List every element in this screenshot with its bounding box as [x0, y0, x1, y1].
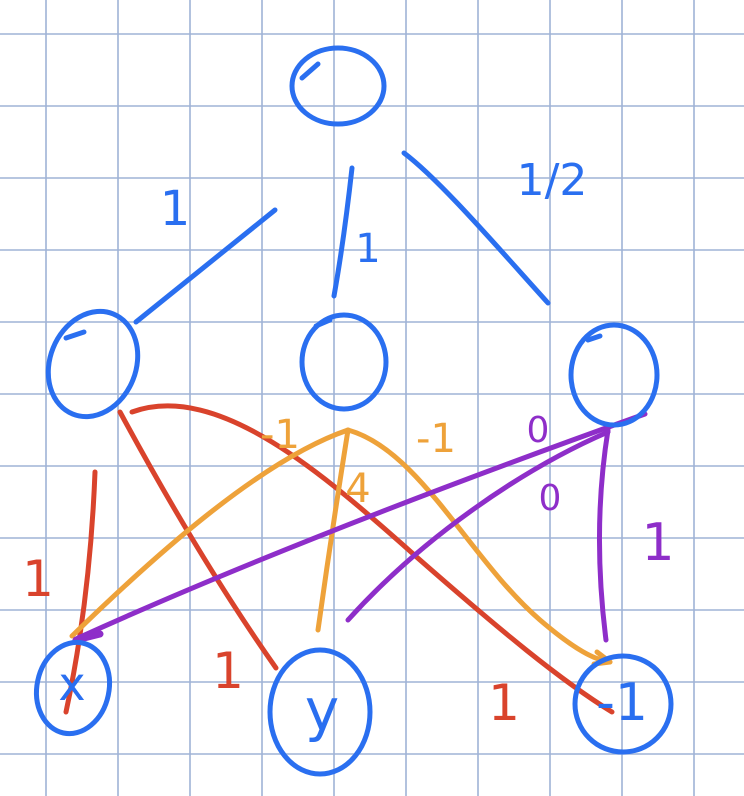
purple-weight-middle: 0	[539, 478, 562, 519]
purple-weight-top: 0	[527, 410, 550, 451]
orange-edge-left	[69, 427, 351, 639]
output-node-left-label: x	[58, 657, 85, 711]
purple-edge-right	[596, 427, 611, 643]
red-weight-right: 1	[488, 674, 520, 732]
top-edge-right-weight: 1/2	[517, 155, 588, 206]
output-node-right	[572, 653, 674, 755]
red-weight-left: 1	[22, 550, 54, 608]
orange-weight-middle: 4	[345, 466, 370, 512]
hidden-node-middle	[299, 312, 389, 412]
top-edge-middle-weight: 1	[355, 226, 380, 272]
red-edge-right	[129, 403, 615, 715]
output-node-middle-label: y	[305, 676, 339, 744]
output-node-left	[34, 639, 112, 737]
hidden-node-right-tick	[585, 333, 603, 343]
output-node-middle	[267, 647, 373, 777]
top-node-tick	[299, 61, 321, 81]
red-weight-middle: 1	[212, 642, 244, 700]
blue-edge-middle	[331, 165, 355, 299]
top-edge-left-weight: 1	[160, 181, 191, 237]
hidden-node-left-tick	[63, 329, 87, 341]
purple-arrow-tail	[72, 630, 104, 644]
hidden-node-middle-tick	[313, 317, 333, 329]
hidden-node-left	[45, 308, 141, 420]
top-node	[289, 45, 387, 127]
blue-edge-left	[133, 207, 278, 325]
hidden-node-right	[568, 322, 660, 428]
red-edge-left	[63, 469, 98, 715]
output-node-right-label: -1	[596, 673, 648, 733]
blue-edge-right	[401, 150, 551, 306]
purple-edge-middle	[345, 429, 611, 623]
purple-edge-top	[75, 411, 648, 641]
orange-weight-left: -1	[260, 412, 300, 458]
orange-edge-right	[345, 427, 613, 665]
purple-weight-right: 1	[641, 513, 674, 573]
red-edge-middle	[117, 409, 279, 671]
orange-weight-right: -1	[416, 416, 456, 462]
